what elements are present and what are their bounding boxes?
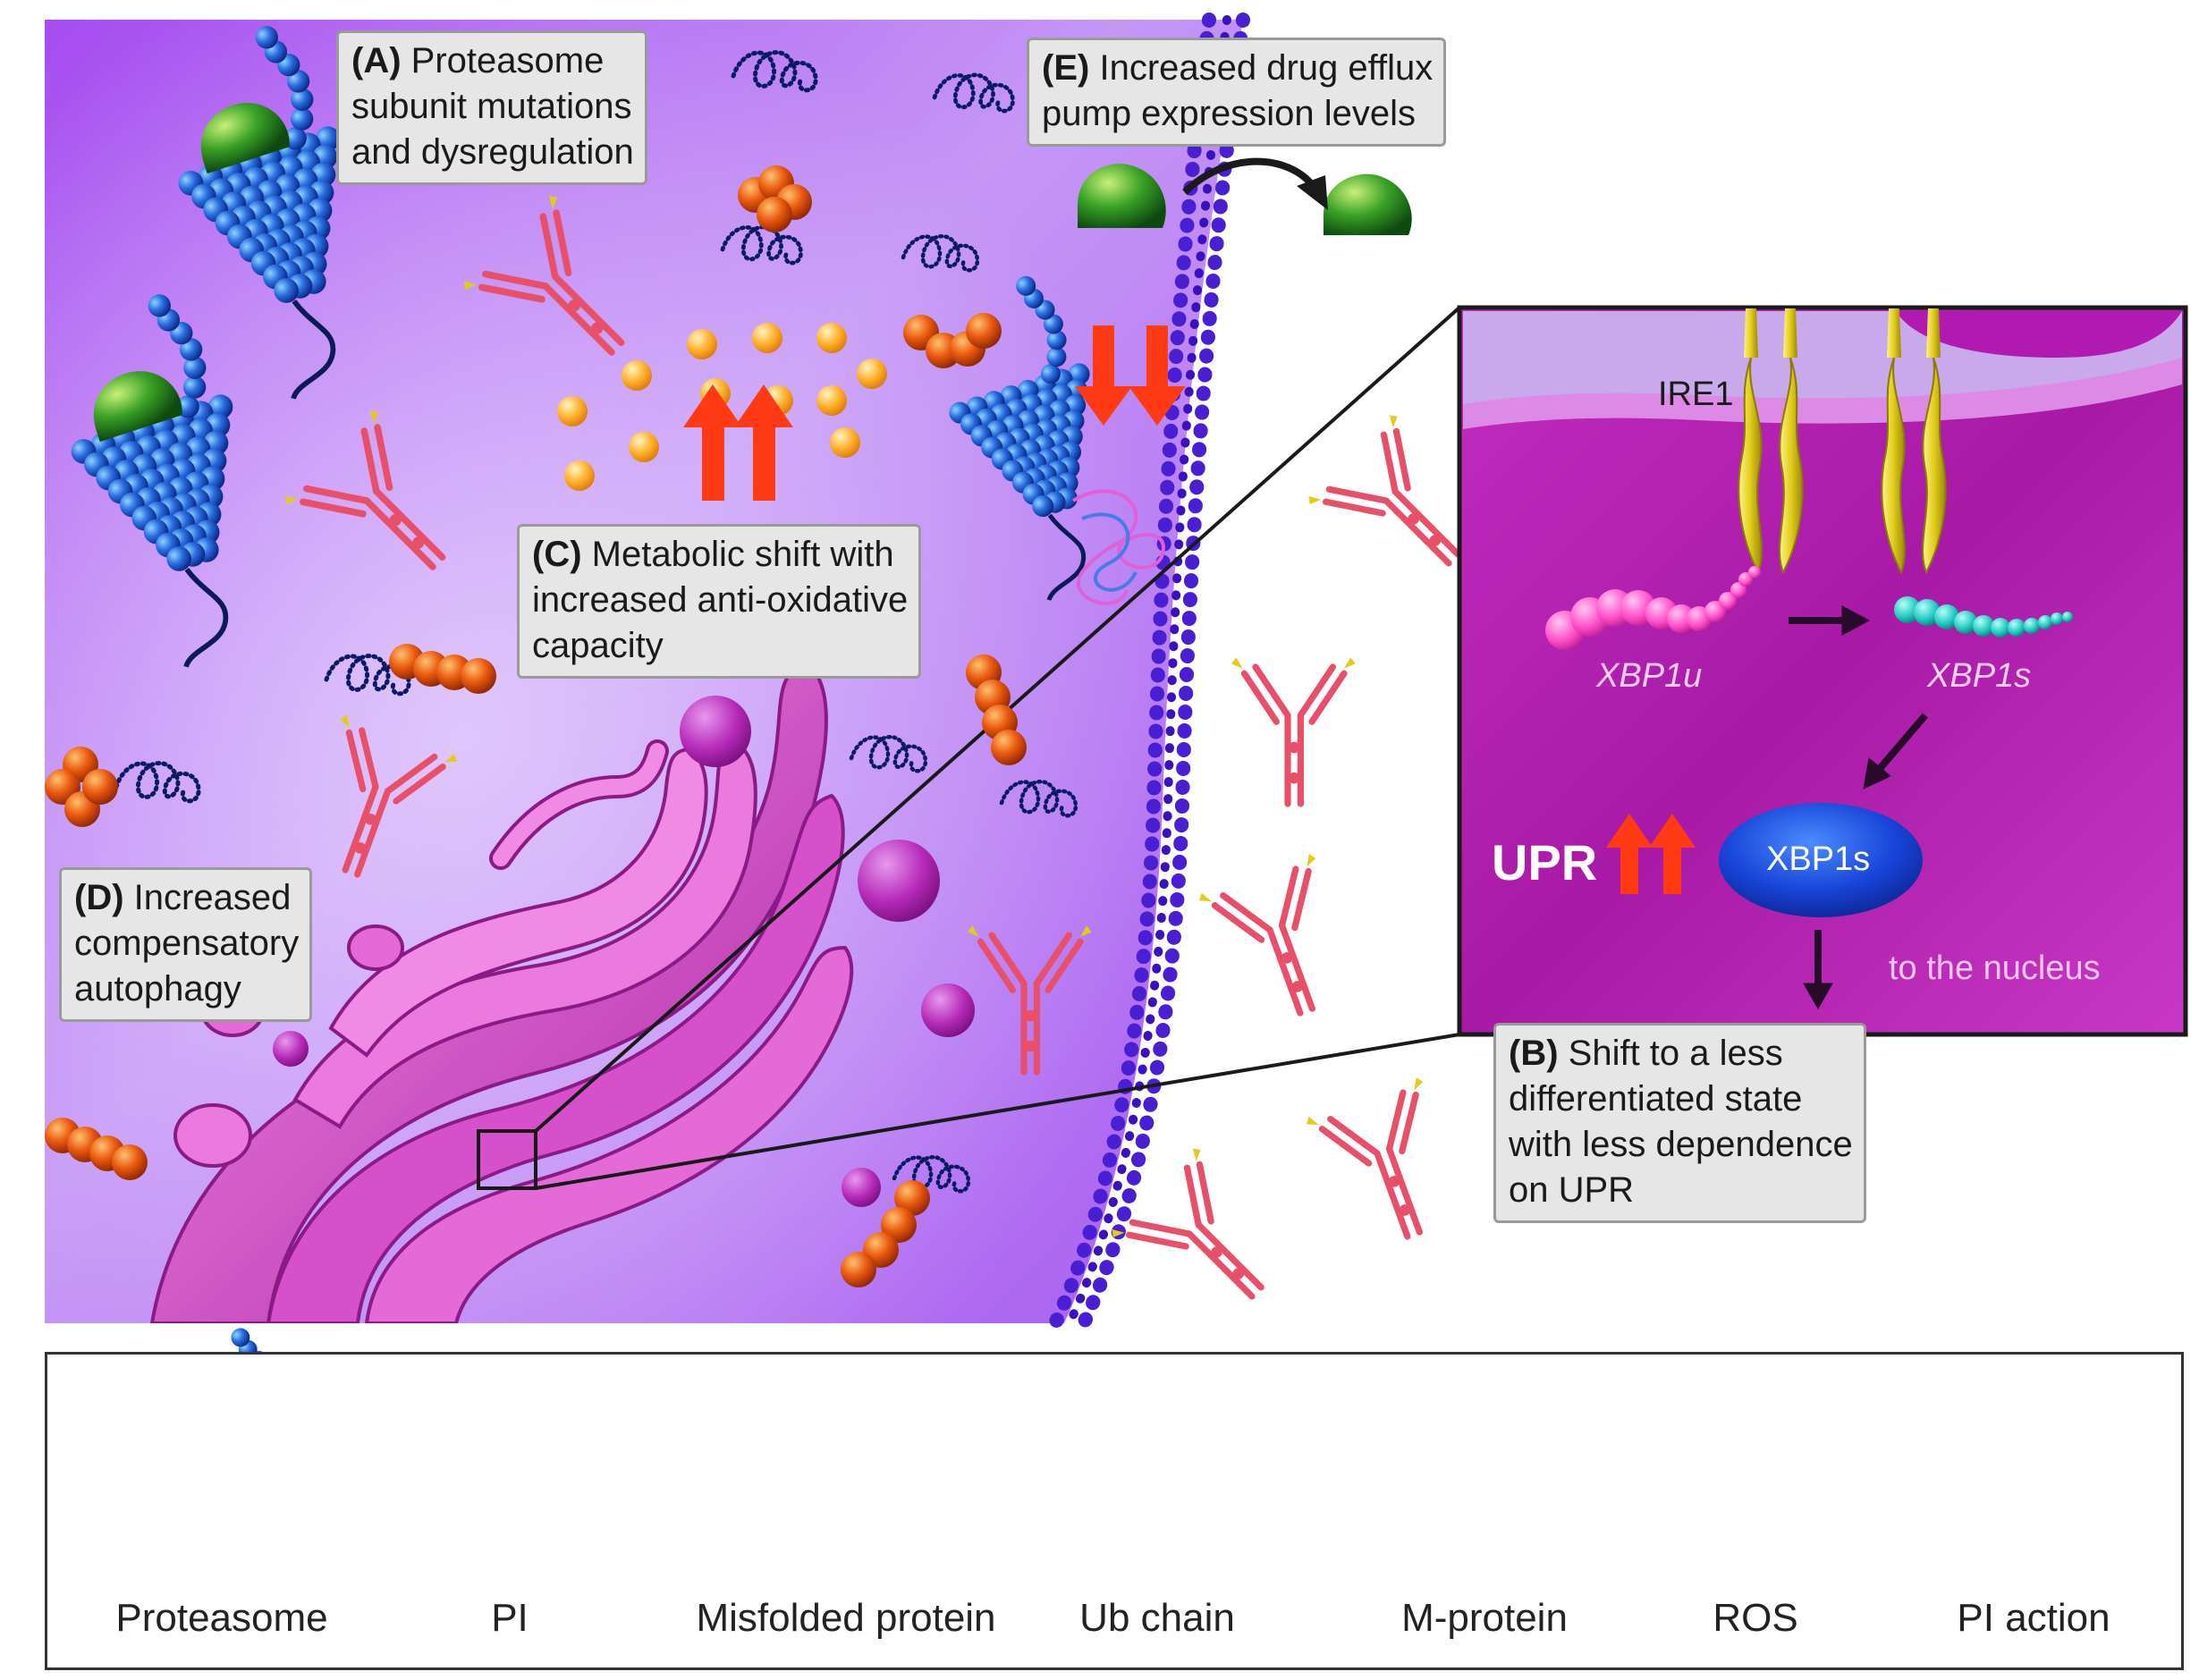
ub-chain-2: [903, 313, 1002, 368]
pi-action-arrows-up: [683, 384, 793, 501]
legend-label-ros: ROS: [1713, 1596, 1798, 1640]
cell-membrane: [1048, 13, 1250, 1330]
pi-action-arrows-down: [1075, 325, 1186, 426]
xbp1u-label: XBP1u: [1596, 657, 1703, 695]
box-a-line-3: and dysregulation: [351, 132, 634, 172]
annotation-box-b: (B) Shift to a less differentiated state…: [1493, 1023, 1866, 1223]
box-d-line-1: Increased: [133, 878, 292, 917]
annotation-box-e: (E) Increased drug efflux pump expressio…: [1027, 38, 1447, 147]
inset-arrows: [1789, 605, 1929, 1010]
xbp1s-chain: [1894, 596, 2073, 637]
misfolded-protein-1: [731, 50, 818, 93]
box-a-tag: (A): [351, 41, 402, 80]
ire1-receptors: [1738, 308, 1947, 575]
box-e-line-1: Increased drug efflux: [1099, 48, 1434, 88]
legend-label-misfolded-protein: Misfolded protein: [696, 1596, 996, 1640]
box-d-tag: (D): [74, 878, 124, 917]
box-b-line-1: Shift to a less: [1568, 1034, 1783, 1073]
legend-label-pi-action: PI action: [1957, 1596, 2110, 1640]
m-protein-4: [1231, 657, 1356, 807]
inset-panel: [1457, 305, 2188, 1037]
box-e-tag: (E): [1042, 48, 1090, 88]
box-d-line-3: autophagy: [74, 969, 241, 1009]
proteasome-3: [949, 275, 1090, 602]
box-b-line-2: differentiated state: [1509, 1079, 1803, 1119]
golgi-apparatus: [149, 659, 854, 1323]
m-protein-5: [340, 714, 457, 878]
legend-label-ub-chain: Ub chain: [1079, 1596, 1235, 1640]
box-c-line-3: capacity: [532, 626, 664, 665]
box-c-line-2: increased anti-oxidative: [532, 580, 909, 620]
vesicles: [273, 696, 975, 1207]
misfolded-protein-4: [901, 233, 980, 273]
m-protein-1: [463, 196, 625, 356]
box-a-line-1: Proteasome: [410, 41, 605, 80]
legend-label-pi: PI: [491, 1596, 529, 1640]
proteasome-with-pi-1: [178, 26, 341, 400]
box-e-line-2: pump expression levels: [1042, 94, 1416, 133]
legend-label-proteasome: Proteasome: [115, 1596, 328, 1640]
m-protein-9: [1112, 1148, 1264, 1300]
ub-chain-6: [45, 1118, 148, 1180]
box-b-tag: (B): [1509, 1034, 1559, 1073]
efflux-arrowhead: [1297, 175, 1328, 210]
legend-box: [45, 1352, 2184, 1670]
misfolded-protein-2: [932, 72, 1015, 114]
xbp1s-label: XBP1s: [1927, 657, 2032, 695]
unfolded-protein-2: [1081, 512, 1138, 592]
to-nucleus-label: to the nucleus: [1889, 950, 2101, 987]
misfolded-protein-8: [999, 779, 1078, 818]
m-protein-2: [284, 410, 446, 570]
ub-chain-7: [841, 1180, 930, 1287]
annotation-box-d: (D) Increased compensatory autophagy: [59, 867, 313, 1022]
ub-chain-5: [966, 654, 1027, 765]
pi-molecule: [1078, 164, 1412, 235]
upr-arrows: [1606, 814, 1696, 894]
misfolded-protein-9: [892, 1154, 971, 1194]
ire1-label: IRE1: [1658, 376, 1734, 413]
box-b-line-4: on UPR: [1509, 1170, 1635, 1210]
box-a-line-2: subunit mutations: [351, 87, 632, 126]
annotation-box-a: (A) Proteasome subunit mutations and dys…: [336, 30, 647, 185]
xbp1s-nucleus-label: XBP1s: [1766, 840, 1871, 878]
m-protein-6: [1199, 854, 1316, 1017]
upr-label: UPR: [1492, 834, 1598, 891]
legend-label-m-protein: M-protein: [1401, 1596, 1568, 1640]
misfolded-protein-3: [720, 224, 803, 266]
ub-chain-4: [45, 747, 118, 827]
m-protein-7: [968, 925, 1092, 1076]
box-c-line-1: Metabolic shift with: [591, 535, 894, 574]
efflux-arrow: [1182, 157, 1318, 195]
box-b-line-3: with less dependence: [1509, 1125, 1853, 1164]
ub-chain-1: [738, 165, 812, 232]
xbp1s-nucleus-body: [1719, 803, 1923, 917]
annotation-box-c: (C) Metabolic shift with increased anti-…: [517, 524, 922, 679]
xbp1u-chain: [1545, 566, 1761, 650]
ub-chain-3: [389, 644, 496, 694]
m-protein-3: [1308, 415, 1461, 567]
misfolded-protein-6: [114, 761, 201, 804]
box-d-line-2: compensatory: [74, 924, 300, 963]
proteasome-with-pi-2: [71, 294, 233, 668]
m-protein-8: [1307, 1077, 1424, 1240]
box-c-tag: (C): [532, 535, 582, 574]
unfolded-protein: [1071, 489, 1165, 605]
misfolded-protein-7: [849, 734, 928, 773]
